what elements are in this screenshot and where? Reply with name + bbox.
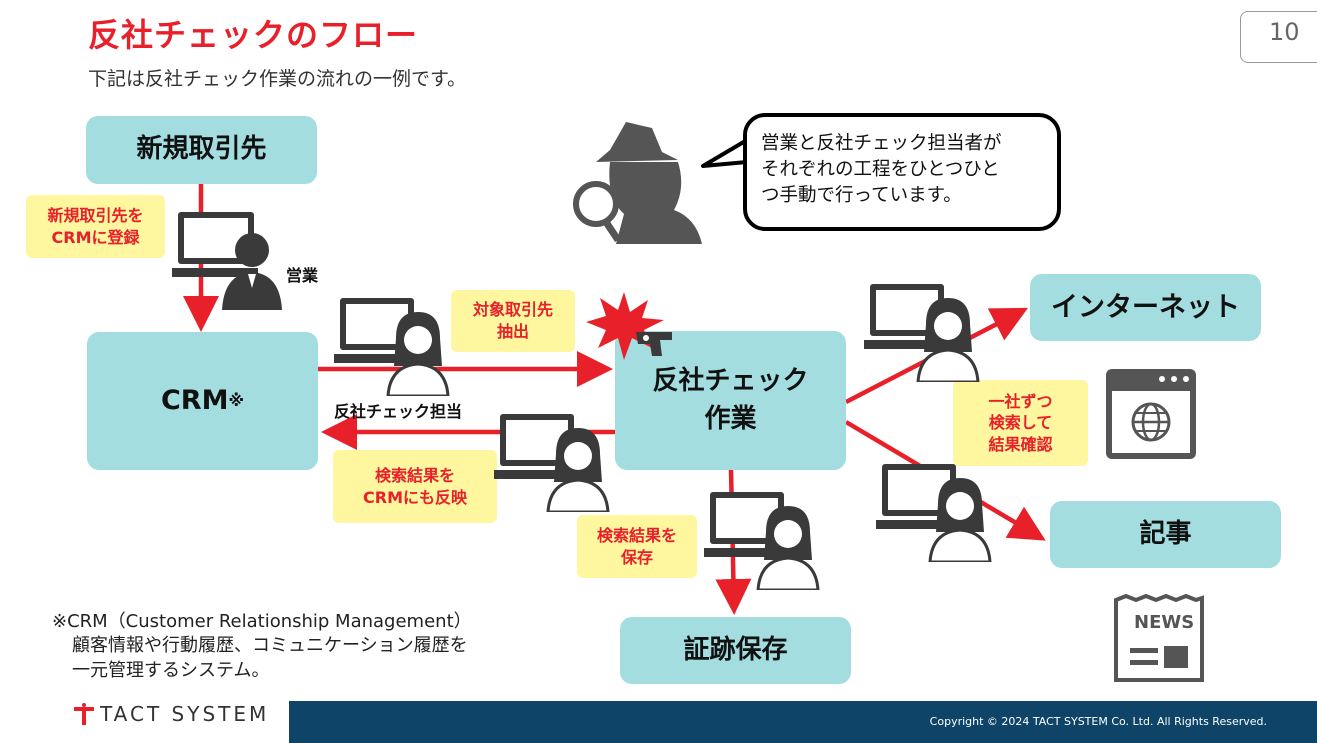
note-search-line1: 一社ずつ xyxy=(988,391,1053,411)
node-evidence: 証跡保存 xyxy=(620,617,851,684)
bubble-tail xyxy=(701,138,749,168)
node-crm-label: CRM xyxy=(160,385,229,417)
node-article: 記事 xyxy=(1050,501,1281,568)
note-extract-line1: 対象取引先 xyxy=(472,300,553,320)
detective-icon xyxy=(573,122,702,244)
node-internet: インターネット xyxy=(1030,274,1261,341)
node-check-line1: 反社チェック xyxy=(652,365,809,396)
note-register-line1: 新規取引先を xyxy=(47,205,144,225)
page-title: 反社チェックのフロー xyxy=(88,16,419,54)
note-save-line2: 保存 xyxy=(620,547,653,567)
news-icon-label: NEWS xyxy=(1134,612,1195,633)
label-sales: 営業 xyxy=(286,266,319,285)
node-article-label: 記事 xyxy=(1139,518,1192,549)
page-subtitle: 下記は反社チェック作業の流れの一例です。 xyxy=(88,68,467,90)
footnote-line3: 一元管理するシステム。 xyxy=(72,659,270,681)
node-new-client-label: 新規取引先 xyxy=(136,134,267,165)
note-search-line2: 検索して xyxy=(988,413,1053,433)
browser-globe-icon xyxy=(1106,369,1196,459)
note-extract: 対象取引先 抽出 xyxy=(451,290,575,352)
node-new-client: 新規取引先 xyxy=(86,116,317,184)
note-search: 一社ずつ 検索して 結果確認 xyxy=(953,380,1088,466)
bubble-line1: 営業と反社チェック担当者が xyxy=(761,133,1002,154)
logo-mark-icon xyxy=(74,703,94,725)
speech-bubble: 営業と反社チェック担当者が それぞれの工程をひとつひと つ手動で行っています。 xyxy=(743,113,1061,231)
note-register-line2: CRMに登録 xyxy=(51,227,140,247)
node-crm: CRM※ xyxy=(87,332,318,470)
company-logo: TACT SYSTEM xyxy=(74,702,269,726)
note-extract-line2: 抽出 xyxy=(496,322,529,341)
checker-computer-icon-2 xyxy=(494,414,610,512)
checker-computer-icon-3 xyxy=(704,492,820,590)
checker-computer-icon-4 xyxy=(864,284,980,382)
note-reflect-line2: CRMにも反映 xyxy=(363,487,467,507)
copyright-text: Copyright © 2024 TACT SYSTEM Co. Ltd. Al… xyxy=(929,715,1267,728)
note-save: 検索結果を 保存 xyxy=(577,515,697,578)
checker-computer-icon-1 xyxy=(334,298,450,396)
note-reflect: 検索結果を CRMにも反映 xyxy=(333,450,497,523)
logo-text: TACT SYSTEM xyxy=(100,702,270,726)
footer-bar: Copyright © 2024 TACT SYSTEM Co. Ltd. Al… xyxy=(289,701,1317,743)
bubble-line2: それぞれの工程をひとつひと xyxy=(761,158,1000,180)
newspaper-icon xyxy=(1114,594,1204,682)
note-search-line3: 結果確認 xyxy=(988,434,1053,454)
footnote-line2: 顧客情報や行動履歴、コミュニケーション履歴を xyxy=(72,635,468,657)
note-reflect-line1: 検索結果を xyxy=(374,465,455,485)
note-save-line1: 検索結果を xyxy=(596,525,677,545)
checker-computer-icon-5 xyxy=(876,464,992,562)
node-evidence-label: 証跡保存 xyxy=(683,634,788,665)
note-register: 新規取引先を CRMに登録 xyxy=(26,195,165,258)
node-crm-mark: ※ xyxy=(228,391,245,411)
bubble-line3: つ手動で行っています。 xyxy=(761,184,962,206)
sales-person-computer-icon xyxy=(172,212,282,310)
crm-footnote: ※CRM（Customer Relationship Management） 顧… xyxy=(52,610,472,683)
page-number: 10 xyxy=(1240,11,1317,63)
footnote-line1: ※CRM（Customer Relationship Management） xyxy=(52,611,472,632)
gunshot-burst-icon xyxy=(586,292,672,360)
node-internet-label: インターネット xyxy=(1051,291,1240,323)
label-checker: 反社チェック担当 xyxy=(334,402,463,421)
node-check-line2: 作業 xyxy=(704,403,757,434)
